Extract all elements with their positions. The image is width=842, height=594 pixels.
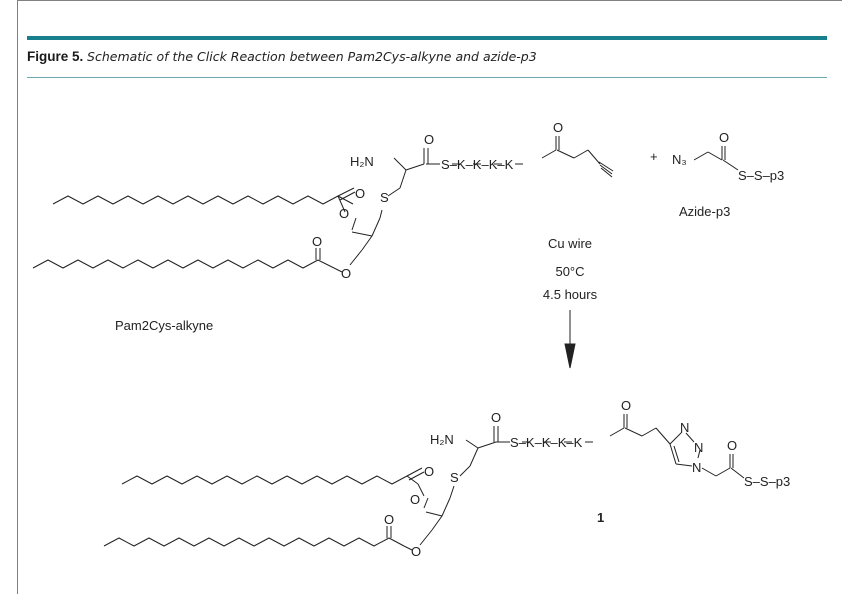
upper-palmitoyl-chain: [52, 195, 354, 205]
upper-carbonyl: [337, 187, 355, 197]
reactant-peptide-chain: S–K–K–K–K: [441, 157, 514, 172]
reactant-amine: H₂N: [350, 154, 374, 169]
azide-group: N₃: [672, 152, 687, 167]
product-cys-carbonyl-o: O: [491, 410, 501, 425]
reactant-upper-ester-o: O: [355, 186, 365, 201]
product-amine: H₂N: [430, 432, 454, 447]
product-tail-carbonyl-o: O: [727, 438, 737, 453]
azide-name: Azide-p3: [679, 204, 730, 219]
condition-time: 4.5 hours: [543, 287, 598, 302]
condition-catalyst: Cu wire: [548, 236, 592, 251]
product-lower-chain: [103, 537, 390, 547]
figure-caption: Figure 5. Schematic of the Click Reactio…: [27, 49, 537, 64]
triazole-n2: N: [694, 440, 703, 455]
reactant-lower-ester-link-o: O: [341, 266, 351, 281]
product-tail: S–S–p3: [744, 474, 790, 489]
azide-tail: S–S–p3: [738, 168, 784, 183]
page-frame-left: [17, 0, 18, 594]
figure-label: Figure 5.: [27, 49, 84, 64]
product-upper-ester-o: O: [424, 464, 434, 479]
reaction-arrowhead: [564, 343, 576, 369]
reactant-lower-ester-o: O: [312, 234, 322, 249]
azide-carbonyl-o: O: [719, 130, 729, 145]
caption-rule: [27, 77, 827, 78]
lower-palmitoyl-chain: [32, 259, 319, 269]
product-upper-ester-link-o: O: [410, 492, 420, 507]
reactant-alkyne-carbonyl-o: O: [553, 120, 563, 135]
triazole-n1: N: [680, 420, 689, 435]
condition-temperature: 50°C: [555, 264, 584, 279]
product-linker-carbonyl-o: O: [621, 398, 631, 413]
triazole-n3: N: [692, 460, 701, 475]
product-lower-ester-o: O: [384, 512, 394, 527]
plus-sign: +: [650, 149, 658, 164]
lipopeptide-name: Pam2Cys-alkyne: [115, 318, 213, 333]
reactant-thioether-s: S: [380, 190, 389, 205]
figure-top-rule: [27, 36, 827, 40]
page-frame-top: [17, 0, 842, 1]
product-number: 1: [597, 510, 604, 525]
product-upper-chain: [121, 475, 419, 485]
product-thioether-s: S: [450, 470, 459, 485]
figure-title: Schematic of the Click Reaction between …: [87, 49, 537, 64]
reactant-cys-carbonyl-o: O: [424, 132, 434, 147]
reactant-upper-ester-link-o: O: [339, 206, 349, 221]
product-peptide-chain: S–K–K–K–K: [510, 435, 583, 450]
product-lower-ester-link-o: O: [411, 544, 421, 559]
